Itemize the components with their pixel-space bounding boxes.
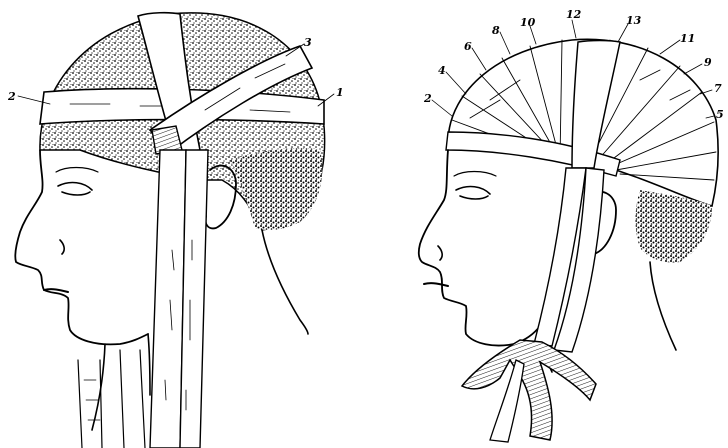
label-left-2: 2 (7, 90, 16, 103)
label-right-9: 9 (704, 56, 712, 69)
right-head-figure (419, 39, 718, 442)
label-right-10: 10 (520, 16, 536, 29)
label-left-3: 3 (304, 36, 312, 49)
label-right-7: 7 (714, 82, 722, 95)
right-face-profile (419, 150, 540, 346)
left-collar (78, 350, 145, 448)
right-tie-bow (462, 340, 596, 440)
label-left-1: 1 (336, 86, 344, 99)
label-right-12: 12 (566, 8, 582, 21)
label-right-13: 13 (626, 14, 642, 27)
label-right-2: 2 (423, 92, 432, 105)
left-face-profile (15, 150, 148, 344)
left-nape-hair (230, 148, 322, 230)
label-right-4: 4 (438, 64, 446, 77)
label-right-6: 6 (464, 40, 472, 53)
left-head-figure (15, 13, 324, 448)
label-right-8: 8 (492, 24, 500, 37)
label-right-5: 5 (716, 108, 724, 121)
label-right-11: 11 (680, 32, 695, 45)
